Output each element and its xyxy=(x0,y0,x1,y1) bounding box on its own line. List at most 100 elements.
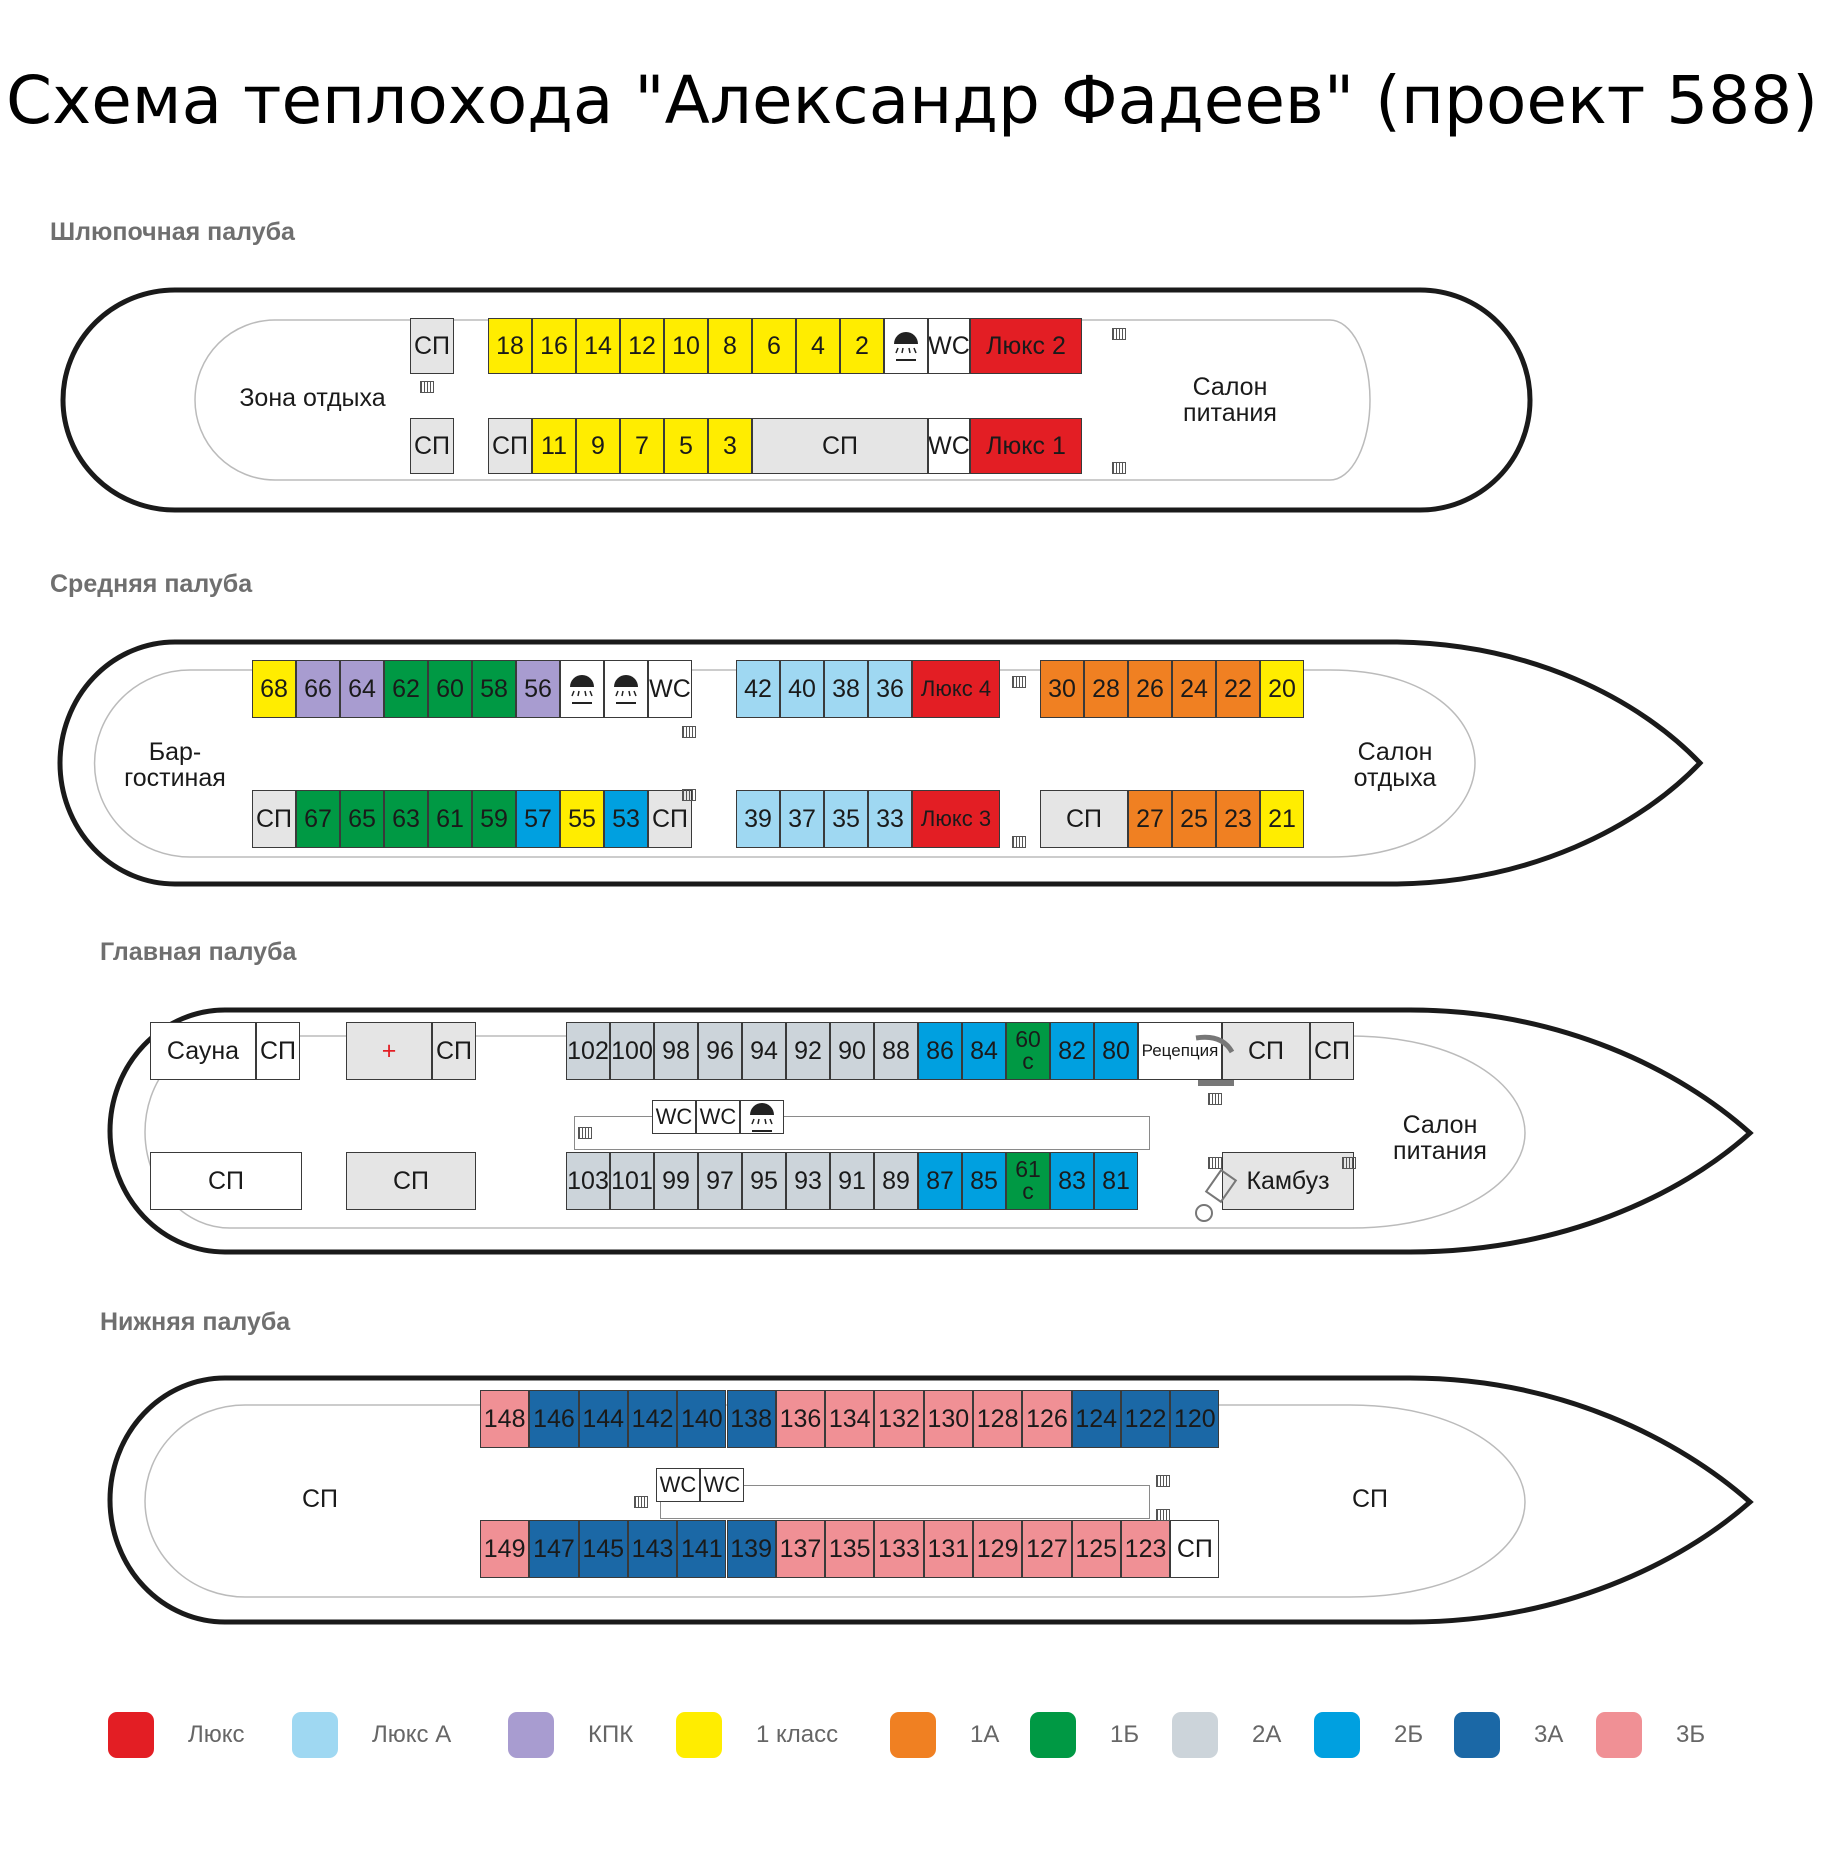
cabin-56[interactable]: 56 xyxy=(516,660,560,718)
cabin-60[interactable]: 60 с xyxy=(1006,1022,1050,1080)
cabin-93[interactable]: 93 xyxy=(786,1152,830,1210)
cabin-35[interactable]: 35 xyxy=(824,790,868,848)
cabin-133[interactable]: 133 xyxy=(874,1520,924,1578)
cabin-67[interactable]: 67 xyxy=(296,790,340,848)
cabin-124[interactable]: 124 xyxy=(1071,1390,1121,1448)
cabin-42[interactable]: 42 xyxy=(736,660,780,718)
cabin-96[interactable]: 96 xyxy=(698,1022,742,1080)
cabin-125[interactable]: 125 xyxy=(1071,1520,1121,1578)
cabin-37[interactable]: 37 xyxy=(780,790,824,848)
cabin-36[interactable]: 36 xyxy=(868,660,912,718)
cabin-122[interactable]: 122 xyxy=(1120,1390,1171,1448)
cabin-10[interactable]: 10 xyxy=(664,318,708,374)
cabin-40[interactable]: 40 xyxy=(780,660,824,718)
cabin-97[interactable]: 97 xyxy=(698,1152,742,1210)
cabin-20[interactable]: 20 xyxy=(1260,660,1304,718)
cabin-60[interactable]: 60 xyxy=(428,660,472,718)
cabin-5[interactable]: 5 xyxy=(664,418,708,474)
cabin-3[interactable]: 3 xyxy=(708,418,752,474)
cabin-63[interactable]: 63 xyxy=(384,790,428,848)
cabin-144[interactable]: 144 xyxy=(578,1390,628,1448)
cabin-83[interactable]: 83 xyxy=(1050,1152,1094,1210)
cabin-120[interactable]: 120 xyxy=(1170,1390,1220,1448)
cabin-8[interactable]: 8 xyxy=(708,318,752,374)
cabin-135[interactable]: 135 xyxy=(825,1520,875,1578)
cabin-136[interactable]: 136 xyxy=(775,1390,826,1448)
cabin-61[interactable]: 61 xyxy=(428,790,472,848)
cabin-2[interactable]: 2 xyxy=(840,318,884,374)
cabin-126[interactable]: 126 xyxy=(1022,1390,1072,1448)
cabin-68[interactable]: 68 xyxy=(252,660,296,718)
cabin-25[interactable]: 25 xyxy=(1172,790,1216,848)
cabin-11[interactable]: 11 xyxy=(532,418,576,474)
cabin-55[interactable]: 55 xyxy=(560,790,604,848)
cabin-139[interactable]: 139 xyxy=(726,1520,776,1578)
cabin-134[interactable]: 134 xyxy=(825,1390,875,1448)
cabin-103[interactable]: 103 xyxy=(566,1152,610,1210)
cabin-39[interactable]: 39 xyxy=(736,790,780,848)
cabin-82[interactable]: 82 xyxy=(1050,1022,1094,1080)
cabin-14[interactable]: 14 xyxy=(576,318,620,374)
cabin-66[interactable]: 66 xyxy=(296,660,340,718)
cabin-62[interactable]: 62 xyxy=(384,660,428,718)
cabin-53[interactable]: 53 xyxy=(604,790,648,848)
cabin-132[interactable]: 132 xyxy=(874,1390,924,1448)
cabin-38[interactable]: 38 xyxy=(824,660,868,718)
cabin-123[interactable]: 123 xyxy=(1120,1520,1171,1578)
cabin-61[interactable]: 61 с xyxy=(1006,1152,1050,1210)
suite-cabin[interactable]: Люкс 4 xyxy=(912,660,1000,718)
cabin-131[interactable]: 131 xyxy=(923,1520,973,1578)
cabin-140[interactable]: 140 xyxy=(677,1390,727,1448)
cabin-18[interactable]: 18 xyxy=(488,318,532,374)
cabin-58[interactable]: 58 xyxy=(472,660,516,718)
cabin-100[interactable]: 100 xyxy=(610,1022,654,1080)
cabin-16[interactable]: 16 xyxy=(532,318,576,374)
cabin-146[interactable]: 146 xyxy=(529,1390,579,1448)
cabin-30[interactable]: 30 xyxy=(1040,660,1084,718)
cabin-87[interactable]: 87 xyxy=(918,1152,962,1210)
cabin-59[interactable]: 59 xyxy=(472,790,516,848)
cabin-7[interactable]: 7 xyxy=(620,418,664,474)
cabin-91[interactable]: 91 xyxy=(830,1152,874,1210)
suite-cabin[interactable]: Люкс 2 xyxy=(970,318,1082,374)
cabin-95[interactable]: 95 xyxy=(742,1152,786,1210)
cabin-4[interactable]: 4 xyxy=(796,318,840,374)
cabin-57[interactable]: 57 xyxy=(516,790,560,848)
cabin-88[interactable]: 88 xyxy=(874,1022,918,1080)
suite-cabin[interactable]: Люкс 3 xyxy=(912,790,1000,848)
cabin-143[interactable]: 143 xyxy=(627,1520,678,1578)
cabin-127[interactable]: 127 xyxy=(1022,1520,1072,1578)
cabin-148[interactable]: 148 xyxy=(480,1390,530,1448)
cabin-130[interactable]: 130 xyxy=(923,1390,973,1448)
cabin-137[interactable]: 137 xyxy=(775,1520,826,1578)
cabin-102[interactable]: 102 xyxy=(566,1022,610,1080)
cabin-27[interactable]: 27 xyxy=(1128,790,1172,848)
cabin-145[interactable]: 145 xyxy=(578,1520,628,1578)
cabin-85[interactable]: 85 xyxy=(962,1152,1006,1210)
cabin-99[interactable]: 99 xyxy=(654,1152,698,1210)
cabin-128[interactable]: 128 xyxy=(973,1390,1023,1448)
cabin-147[interactable]: 147 xyxy=(529,1520,579,1578)
cabin-23[interactable]: 23 xyxy=(1216,790,1260,848)
cabin-142[interactable]: 142 xyxy=(627,1390,678,1448)
cabin-98[interactable]: 98 xyxy=(654,1022,698,1080)
cabin-129[interactable]: 129 xyxy=(973,1520,1023,1578)
cabin-141[interactable]: 141 xyxy=(677,1520,727,1578)
cabin-33[interactable]: 33 xyxy=(868,790,912,848)
cabin-94[interactable]: 94 xyxy=(742,1022,786,1080)
cabin-138[interactable]: 138 xyxy=(726,1390,776,1448)
cabin-21[interactable]: 21 xyxy=(1260,790,1304,848)
cabin-9[interactable]: 9 xyxy=(576,418,620,474)
cabin-26[interactable]: 26 xyxy=(1128,660,1172,718)
cabin-81[interactable]: 81 xyxy=(1094,1152,1138,1210)
cabin-28[interactable]: 28 xyxy=(1084,660,1128,718)
cabin-90[interactable]: 90 xyxy=(830,1022,874,1080)
cabin-84[interactable]: 84 xyxy=(962,1022,1006,1080)
cabin-86[interactable]: 86 xyxy=(918,1022,962,1080)
cabin-80[interactable]: 80 xyxy=(1094,1022,1138,1080)
cabin-89[interactable]: 89 xyxy=(874,1152,918,1210)
cabin-22[interactable]: 22 xyxy=(1216,660,1260,718)
cabin-65[interactable]: 65 xyxy=(340,790,384,848)
cabin-92[interactable]: 92 xyxy=(786,1022,830,1080)
suite-cabin[interactable]: Люкс 1 xyxy=(970,418,1082,474)
